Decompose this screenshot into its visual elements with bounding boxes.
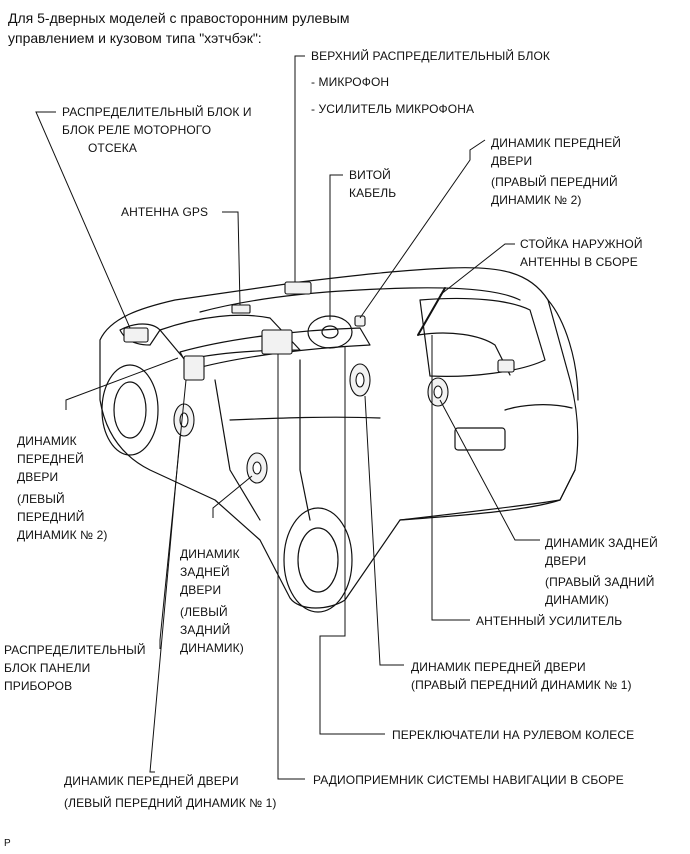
leader-lh2-speaker <box>65 357 179 410</box>
label-line: (ПРАВЫЙ ЗАДНИЙ <box>545 575 655 589</box>
label-spiral-cable: ВИТОЙ КАБЕЛЬ <box>349 166 396 202</box>
leader-outer-antenna <box>439 243 515 296</box>
upper-junction-block <box>284 281 312 295</box>
diagram-header: Для 5-дверных моделей с правосторонним р… <box>8 8 349 48</box>
car-body-outline <box>99 267 579 609</box>
leader-gps <box>222 211 241 306</box>
leader-spiral-cable <box>329 174 343 320</box>
label-line: (ЛЕВЫЙ <box>180 605 228 619</box>
instrument-block <box>183 355 205 381</box>
gps-antenna-unit <box>231 304 251 314</box>
leader-rh2-speaker <box>359 139 486 319</box>
label-line: ДИНАМИК ПЕРЕДНЕЙ <box>491 136 622 150</box>
label-outer-antenna: СТОЙКА НАРУЖНОЙ АНТЕННЫ В СБОРЕ <box>520 235 643 271</box>
door-line-rear <box>299 359 311 521</box>
label-line: ДИНАМИК ЗАДНЕЙ <box>545 536 658 550</box>
label-line: ОТСЕКА <box>88 141 137 155</box>
label-gps-antenna: АНТЕННА GPS <box>121 205 209 219</box>
roof-line <box>199 287 521 313</box>
dashboard <box>179 327 371 371</box>
leader-amp <box>431 335 470 621</box>
label-steering-switches: ПЕРЕКЛЮЧАТЕЛИ НА РУЛЕВОМ КОЛЕСЕ <box>392 728 635 742</box>
label-antenna-amplifier: АНТЕННЫЙ УСИЛИТЕЛЬ <box>476 614 623 628</box>
label-line: (ЛЕВЫЙ <box>17 492 65 506</box>
footer-code: P <box>4 838 11 849</box>
label-line: ДИНАМИК <box>17 434 77 448</box>
label-line: ДВЕРИ <box>17 470 59 484</box>
label-line: АНТЕННЫ В СБОРЕ <box>520 255 638 269</box>
leader-lh1 <box>149 435 181 773</box>
label-navigation-receiver: РАДИОПРИЕМНИК СИСТЕМЫ НАВИГАЦИИ В СБОРЕ <box>313 773 624 787</box>
door-line-front <box>214 379 261 521</box>
leader-engine-block <box>35 111 131 329</box>
label-front-door-speaker-lh2: ДИНАМИК ПЕРЕДНЕЙ ДВЕРИ (ЛЕВЫЙ ПЕРЕДНИЙ Д… <box>17 432 107 544</box>
engine-room-block <box>123 327 149 343</box>
label-line: ПЕРЕДНЕЙ <box>17 452 84 466</box>
label-line: ДИНАМИК) <box>545 593 609 607</box>
label-line: ДИНАМИК ПЕРЕДНЕЙ ДВЕРИ <box>64 774 239 788</box>
door-speaker-bracket <box>354 315 366 327</box>
rear-window <box>419 297 546 377</box>
rear-wheel <box>283 507 353 613</box>
antenna-mast <box>417 287 446 336</box>
rear-bumper <box>399 469 576 521</box>
label-line: ВИТОЙ <box>349 168 391 182</box>
label-line: (ЛЕВЫЙ ПЕРЕДНИЙ ДИНАМИК № 1) <box>64 796 277 810</box>
label-line: ДВЕРИ <box>491 154 533 168</box>
label-engine-room-block: РАСПРЕДЕЛИТЕЛЬНЫЙ БЛОК И БЛОК РЕЛЕ МОТОР… <box>62 103 252 157</box>
label-line: ДИНАМИК ПЕРЕДНЕЙ ДВЕРИ <box>411 660 586 674</box>
label-microphone: - МИКРОФОН <box>311 75 390 89</box>
antenna-amplifier <box>497 359 515 373</box>
label-line: ПРИБОРОВ <box>4 679 73 693</box>
label-mic-amplifier: - УСИЛИТЕЛЬ МИКРОФОНА <box>311 102 475 116</box>
leader-nav <box>277 354 305 780</box>
label-line: СТОЙКА НАРУЖНОЙ <box>520 237 643 251</box>
label-line: ПЕРЕДНИЙ <box>17 510 85 524</box>
label-line: БЛОК РЕЛЕ МОТОРНОГО <box>62 123 212 137</box>
label-line: (ПРАВЫЙ ПЕРЕДНИЙ <box>491 175 618 189</box>
label-line: БЛОК ПАНЕЛИ <box>4 661 91 675</box>
leader-lh-rear <box>212 475 253 518</box>
label-line: ДИНАМИК) <box>180 641 244 655</box>
label-front-door-speaker-rh1: ДИНАМИК ПЕРЕДНЕЙ ДВЕРИ (ПРАВЫЙ ПЕРЕДНИЙ … <box>411 658 632 694</box>
label-line: РАСПРЕДЕЛИТЕЛЬНЫЙ БЛОК И <box>62 105 252 119</box>
header-line-1: Для 5-дверных моделей с правосторонним р… <box>8 10 350 26</box>
navigation-receiver <box>261 329 293 355</box>
label-upper-junction-block: ВЕРХНИЙ РАСПРЕДЕЛИТЕЛЬНЫЙ БЛОК <box>311 49 551 63</box>
label-line: РАСПРЕДЕЛИТЕЛЬНЫЙ <box>4 643 146 657</box>
leader-upper-block <box>294 55 305 282</box>
steering-wheel <box>307 315 353 349</box>
label-line: ДВЕРИ <box>180 583 222 597</box>
door-line-mid <box>229 416 381 421</box>
label-front-door-speaker-rh2: ДИНАМИК ПЕРЕДНЕЙ ДВЕРИ (ПРАВЫЙ ПЕРЕДНИЙ … <box>491 134 621 209</box>
header-line-2: управлением и кузовом типа "хэтчбэк": <box>8 30 262 46</box>
label-line: ДИНАМИК № 2) <box>491 193 582 207</box>
license-plate <box>454 427 506 451</box>
label-line: (ПРАВЫЙ ПЕРЕДНИЙ ДИНАМИК № 1) <box>411 678 632 692</box>
label-line: КАБЕЛЬ <box>349 186 397 200</box>
label-line: ДВЕРИ <box>545 554 587 568</box>
label-instrument-panel-block: РАСПРЕДЕЛИТЕЛЬНЫЙ БЛОК ПАНЕЛИ ПРИБОРОВ <box>4 641 146 695</box>
label-line: ДИНАМИК № 2) <box>17 528 108 542</box>
label-rear-door-speaker-rh: ДИНАМИК ЗАДНЕЙ ДВЕРИ (ПРАВЫЙ ЗАДНИЙ ДИНА… <box>545 534 658 609</box>
leader-steering <box>319 347 385 735</box>
label-line: ДИНАМИК <box>180 547 240 561</box>
leader-rh1 <box>364 395 404 666</box>
front-wheel <box>101 364 159 456</box>
label-front-door-speaker-lh1: ДИНАМИК ПЕРЕДНЕЙ ДВЕРИ (ЛЕВЫЙ ПЕРЕДНИЙ Д… <box>64 772 277 812</box>
label-rear-door-speaker-lh: ДИНАМИК ЗАДНЕЙ ДВЕРИ (ЛЕВЫЙ ЗАДНИЙ ДИНАМ… <box>180 545 244 657</box>
label-line: ЗАДНИЙ <box>180 623 231 637</box>
label-line: ЗАДНЕЙ <box>180 565 230 579</box>
tail-light <box>547 299 579 401</box>
leader-rh-rear <box>439 399 540 541</box>
